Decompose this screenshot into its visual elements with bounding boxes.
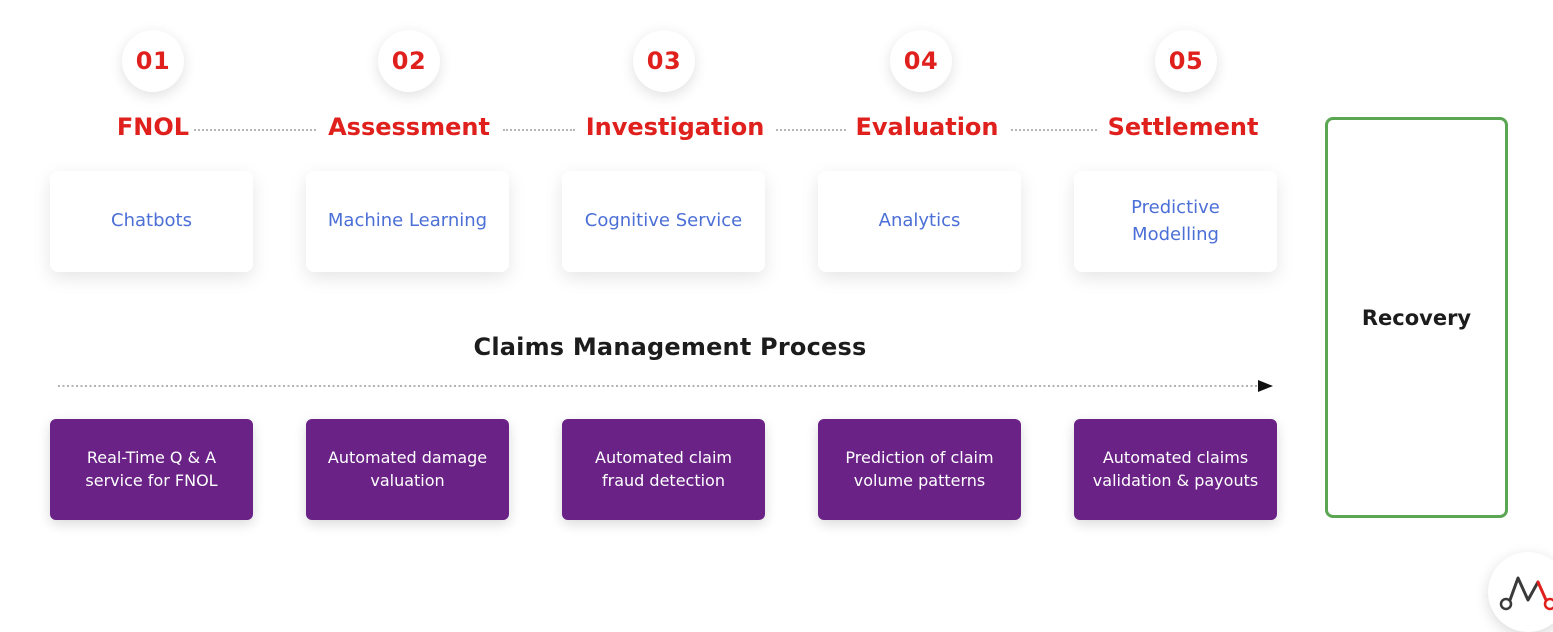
connector-dots (503, 129, 575, 131)
capability-box-investigation: Automated claim fraud detection (562, 419, 765, 520)
technology-box-predictive-modelling: Predictive Modelling (1074, 171, 1277, 272)
technology-box-chatbots: Chatbots (50, 171, 253, 272)
recovery-box: Recovery (1325, 117, 1508, 518)
step-number-02: 02 (378, 30, 440, 92)
process-title: Claims Management Process (473, 333, 867, 361)
technology-box-cognitive-service: Cognitive Service (562, 171, 765, 272)
step-title-investigation: Investigation (585, 113, 765, 141)
arrowhead-icon (1258, 380, 1273, 392)
step-title-fnol: FNOL (116, 113, 190, 141)
recovery-label: Recovery (1361, 305, 1472, 330)
technology-box-analytics: Analytics (818, 171, 1021, 272)
connector-dots (776, 129, 846, 131)
technology-box-machine-learning: Machine Learning (306, 171, 509, 272)
step-number-03: 03 (633, 30, 695, 92)
capability-box-assessment: Automated damage valuation (306, 419, 509, 520)
capability-box-evaluation: Prediction of claim volume patterns (818, 419, 1021, 520)
technology-label: Chatbots (111, 210, 192, 232)
capability-label: Prediction of claim volume patterns (845, 448, 994, 490)
technology-label: Analytics (878, 210, 961, 232)
step-number-05: 05 (1155, 30, 1217, 92)
process-arrow (58, 380, 1273, 392)
step-number-01: 01 (122, 30, 184, 92)
connector-dots (194, 129, 316, 131)
technology-label: Cognitive Service (584, 210, 743, 232)
capability-box-fnol: Real-Time Q & A service for FNOL (50, 419, 253, 520)
capability-box-settlement: Automated claims validation & payouts (1074, 419, 1277, 520)
technology-label: Predictive Modelling (1131, 197, 1220, 245)
capability-label: Automated claims validation & payouts (1092, 448, 1259, 490)
step-number-04: 04 (890, 30, 952, 92)
capability-label: Automated claim fraud detection (595, 448, 732, 490)
capability-label: Automated damage valuation (327, 448, 488, 490)
company-logo-icon (1488, 552, 1553, 632)
step-title-assessment: Assessment (328, 113, 490, 141)
step-title-settlement: Settlement (1107, 113, 1259, 141)
technology-label: Machine Learning (327, 210, 488, 232)
step-title-evaluation: Evaluation (855, 113, 999, 141)
capability-label: Real-Time Q & A service for FNOL (85, 448, 218, 490)
connector-dots (1011, 129, 1097, 131)
